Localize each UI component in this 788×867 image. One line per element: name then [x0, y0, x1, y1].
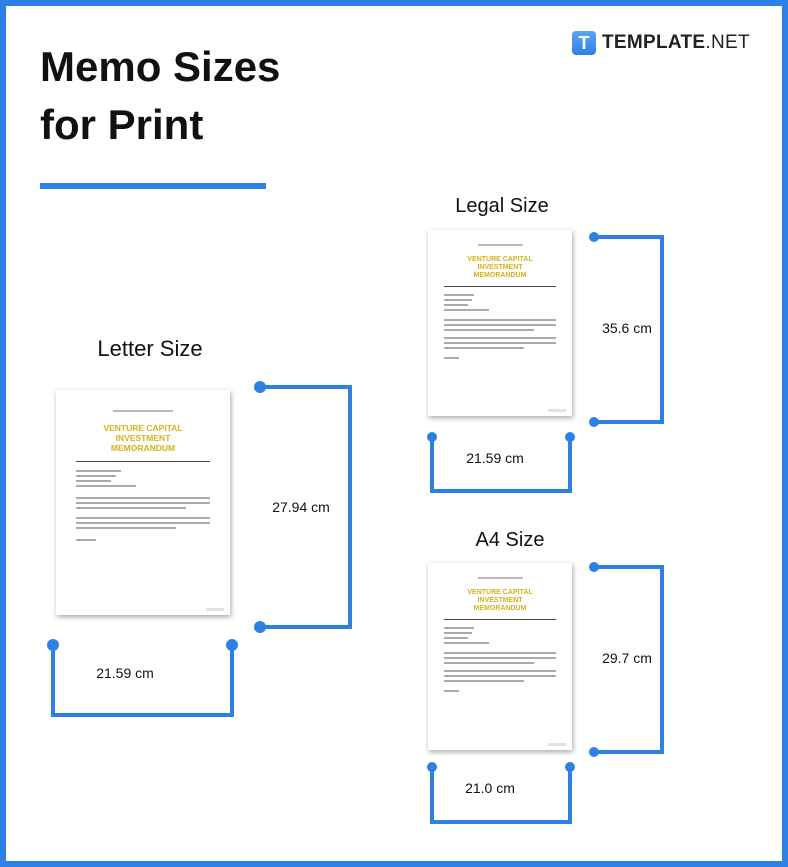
a4-height-label: 29.7 cm	[602, 650, 652, 666]
title-line-2: for Print	[40, 101, 204, 148]
letter-memo-preview: VENTURE CAPITAL INVESTMENT MEMORANDUM	[56, 390, 230, 615]
legal-size-label: Legal Size	[455, 195, 549, 217]
logo-text: TEMPLATE.NET	[602, 32, 750, 53]
template-net-logo: T TEMPLATE.NET	[572, 31, 750, 55]
a4-width-label: 21.0 cm	[465, 780, 515, 796]
title-underline	[40, 183, 266, 189]
letter-width-label: 21.59 cm	[96, 665, 154, 681]
legal-height-label: 35.6 cm	[602, 320, 652, 336]
letter-height-label: 27.94 cm	[272, 499, 330, 515]
page-title: Memo Sizes for Print	[40, 38, 280, 154]
legal-memo-preview: VENTURE CAPITAL INVESTMENT MEMORANDUM	[428, 230, 572, 416]
a4-size-label: A4 Size	[475, 529, 545, 551]
title-line-1: Memo Sizes	[40, 43, 281, 90]
a4-memo-preview: VENTURE CAPITAL INVESTMENT MEMORANDUM	[428, 563, 572, 750]
letter-size-label: Letter Size	[97, 336, 203, 361]
legal-width-label: 21.59 cm	[466, 450, 524, 466]
logo-t-icon: T	[572, 31, 596, 55]
